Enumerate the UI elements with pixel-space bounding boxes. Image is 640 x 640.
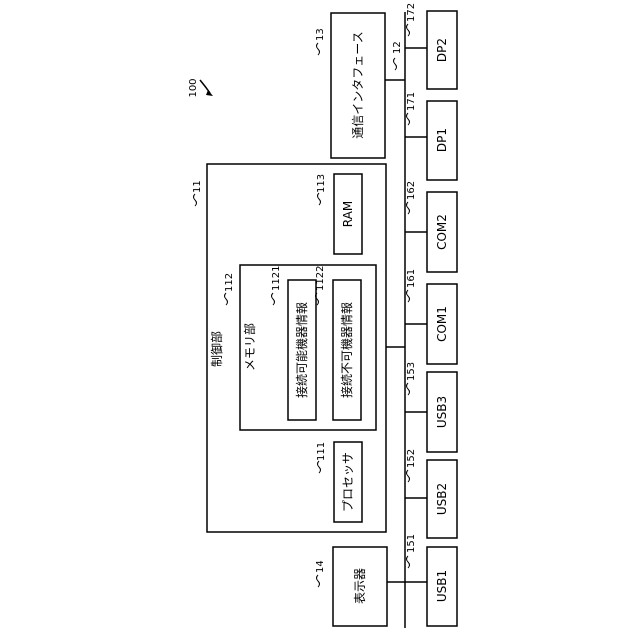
control-unit-ref-tick xyxy=(194,194,197,206)
processor-ref: 111 xyxy=(316,442,327,461)
port-label-usb3: USB3 xyxy=(435,396,449,428)
port-ref-usb1: 151 xyxy=(406,534,417,553)
display-ref-tick xyxy=(317,575,320,587)
port-label-usb2: USB2 xyxy=(435,483,449,515)
ram-ref: 113 xyxy=(316,174,327,193)
port-label-com1: COM1 xyxy=(435,306,449,342)
port-ref-tick-usb3 xyxy=(407,383,410,395)
connectable-info-ref: 1121 xyxy=(271,266,282,291)
bus-ref: 12 xyxy=(392,41,403,54)
processor-label: プロセッサ xyxy=(341,452,355,512)
memory-ref: 112 xyxy=(224,273,235,292)
system-ref-arrowhead xyxy=(206,90,213,96)
memory-label: メモリ部 xyxy=(242,323,257,371)
port-label-com2: COM2 xyxy=(435,214,449,250)
port-ref-usb3: 153 xyxy=(406,362,417,381)
port-ref-usb2: 152 xyxy=(406,449,417,468)
comm-interface-ref-tick xyxy=(317,43,320,55)
display-ref: 14 xyxy=(315,560,326,573)
connectable-info-label: 接続可能機器情報 xyxy=(294,302,309,398)
port-ref-tick-dp2 xyxy=(407,24,410,36)
port-ref-dp2: 172 xyxy=(406,3,417,22)
port-label-dp2: DP2 xyxy=(435,38,449,62)
port-label-usb1: USB1 xyxy=(435,570,449,602)
port-ref-tick-usb1 xyxy=(407,556,410,568)
bus-ref-tick xyxy=(394,58,397,70)
display-label: 表示器 xyxy=(353,568,367,604)
port-ref-dp1: 171 xyxy=(406,92,417,111)
control-unit-label: 制御部 xyxy=(209,331,224,367)
port-ref-tick-usb2 xyxy=(407,470,410,482)
nonconnectable-info-ref: 1122 xyxy=(315,266,326,291)
nonconnectable-info-label: 接続不可機器情報 xyxy=(339,302,354,398)
port-ref-tick-com2 xyxy=(407,202,410,214)
system-ref: 100 xyxy=(188,78,199,97)
comm-interface-ref: 13 xyxy=(315,28,326,41)
comm-interface-label: 通信インタフェース xyxy=(351,31,365,138)
ram-label: RAM xyxy=(341,201,355,227)
port-ref-tick-com1 xyxy=(407,290,410,302)
control-unit-ref: 11 xyxy=(192,180,203,193)
port-label-dp1: DP1 xyxy=(435,128,449,152)
port-ref-com1: 161 xyxy=(406,269,417,288)
port-ref-com2: 162 xyxy=(406,181,417,200)
port-ref-tick-dp1 xyxy=(407,113,410,125)
